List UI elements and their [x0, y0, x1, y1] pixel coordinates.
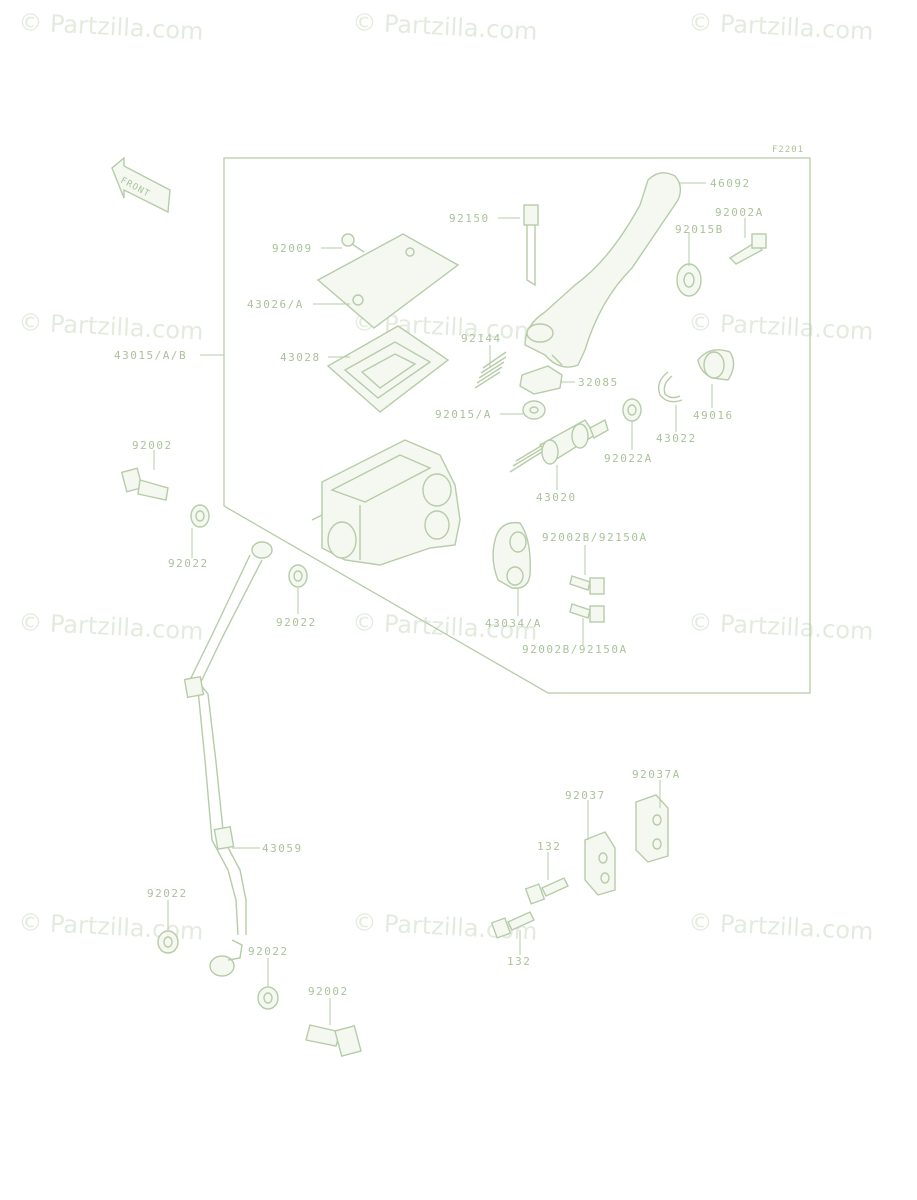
- label-43034a: 43034/A: [485, 617, 542, 630]
- banjo-bolt-upper-icon: [120, 467, 169, 501]
- clamp-screw-lower-icon: [490, 911, 535, 939]
- label-43026a: 43026/A: [247, 298, 304, 311]
- front-arrow-icon: FRONT: [111, 156, 171, 214]
- watermark-7: © Partzilla.com: [18, 608, 204, 646]
- label-92022a: 92022A: [604, 452, 653, 465]
- label-43020: 43020: [536, 491, 577, 504]
- hose-clamp-a-icon: [635, 794, 669, 863]
- label-92037a: 92037A: [632, 768, 681, 781]
- label-43022: 43022: [656, 432, 697, 445]
- label-132-bot: 132: [507, 955, 531, 968]
- part-labels: 46092 92150 92002A 92009 92015B 43026/A …: [114, 177, 764, 998]
- diaphragm-icon: [326, 325, 450, 413]
- label-92002-bot: 92002: [308, 985, 349, 998]
- master-cylinder-body-icon: [311, 439, 461, 566]
- label-46092: 46092: [710, 177, 751, 190]
- cap-screw-icon: [341, 233, 365, 253]
- label-92022-a: 92022: [168, 557, 209, 570]
- clamp-bolt-upper-icon: [569, 575, 605, 595]
- watermark-4: © Partzilla.com: [18, 308, 204, 346]
- circlip-icon: [657, 371, 683, 403]
- piston-assembly-icon: [509, 418, 609, 473]
- brake-lever-icon: [524, 172, 682, 368]
- label-43028: 43028: [280, 351, 321, 364]
- label-92002b-top: 92002B/92150A: [542, 531, 648, 544]
- diagram-code: F2201: [772, 145, 804, 155]
- washer-icon: [622, 398, 642, 422]
- clamp-icon: [492, 521, 531, 589]
- hose-clamp-icon: [584, 831, 616, 896]
- label-92022-d: 92022: [248, 945, 289, 958]
- clamp-screw-upper-icon: [524, 877, 569, 905]
- label-92002b-bot: 92002B/92150A: [522, 643, 628, 656]
- label-92002-top: 92002: [132, 439, 173, 452]
- label-132-top: 132: [537, 840, 561, 853]
- assembly-frame: [223, 157, 811, 694]
- watermark-12: © Partzilla.com: [688, 908, 874, 946]
- watermark-2: © Partzilla.com: [352, 8, 538, 46]
- label-92009: 92009: [272, 242, 313, 255]
- label-92015a: 92015/A: [435, 408, 492, 421]
- label-92150: 92150: [449, 212, 490, 225]
- label-92002a: 92002A: [715, 206, 764, 219]
- watermark-9: © Partzilla.com: [688, 608, 874, 646]
- label-43059: 43059: [262, 842, 303, 855]
- label-92037: 92037: [565, 789, 606, 802]
- switch-bracket-icon: [519, 354, 563, 395]
- label-43015ab: 43015/A/B: [114, 349, 187, 362]
- label-92022-b: 92022: [276, 616, 317, 629]
- label-92015b: 92015B: [675, 223, 724, 236]
- reservoir-cap-icon: [316, 233, 460, 329]
- lever-nut-icon: [676, 263, 702, 297]
- washer-upper-left-icon: [190, 504, 210, 528]
- banjo-bolt-lower-icon: [305, 1024, 362, 1058]
- washer-lower-right-icon: [257, 986, 279, 1010]
- watermark-1: © Partzilla.com: [18, 8, 204, 46]
- label-92144: 92144: [461, 332, 502, 345]
- dust-boot-icon: [697, 349, 735, 381]
- leader-lines: [153, 182, 746, 1025]
- label-92022-c: 92022: [147, 887, 188, 900]
- watermark-6: © Partzilla.com: [688, 308, 874, 346]
- lever-spring-icon: [474, 351, 507, 389]
- hex-nut-icon: [522, 400, 546, 420]
- label-32085: 32085: [578, 376, 619, 389]
- adjuster-bolt-icon: [728, 233, 767, 265]
- pivot-bolt-icon: [523, 204, 539, 287]
- washer-lower-left-icon: [157, 930, 179, 954]
- brake-hose-icon: [183, 541, 273, 977]
- washer-upper-right-icon: [288, 564, 308, 588]
- label-49016: 49016: [693, 409, 734, 422]
- watermark-3: © Partzilla.com: [688, 8, 874, 46]
- clamp-bolt-lower-icon: [569, 603, 605, 623]
